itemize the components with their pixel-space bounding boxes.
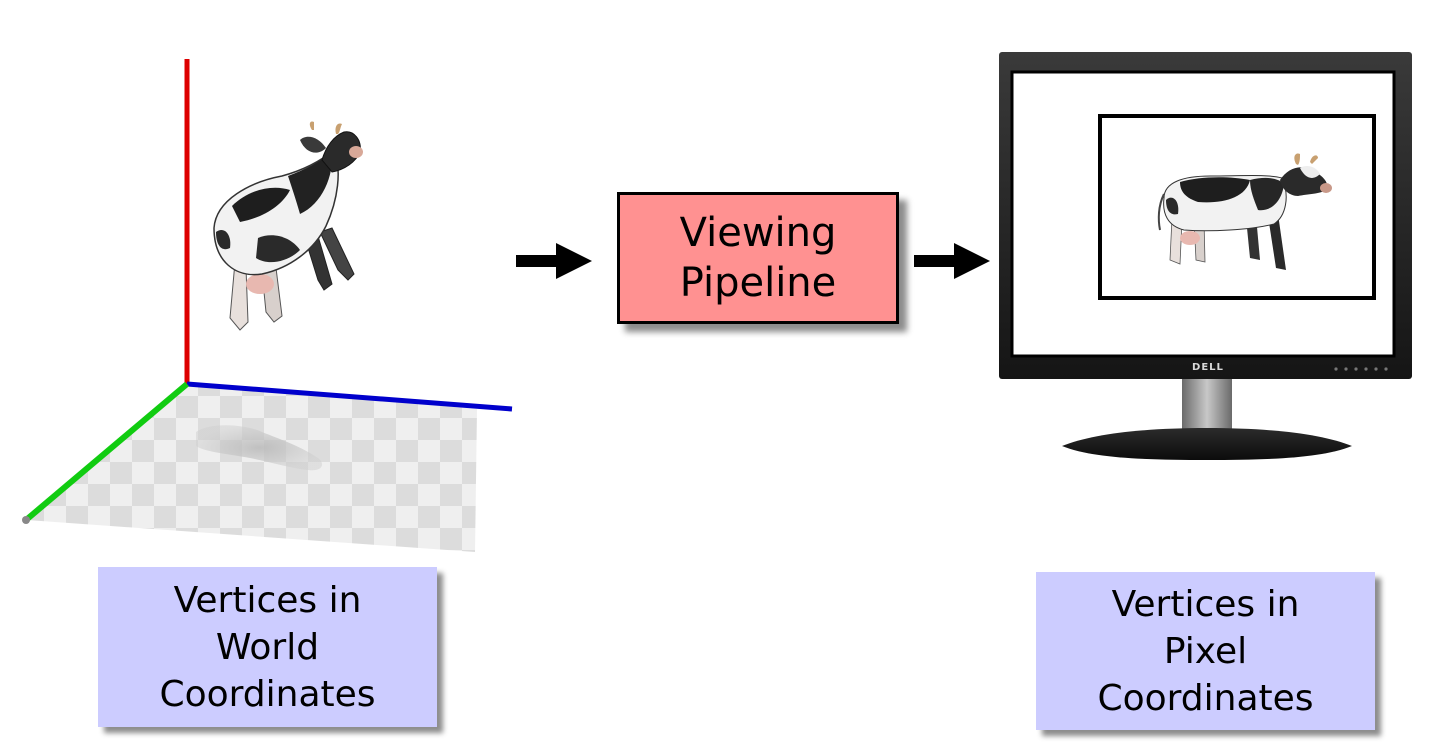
world-label-line-3: Coordinates xyxy=(159,673,376,715)
arrow-to-monitor xyxy=(914,243,990,279)
cow-shadow xyxy=(196,425,323,471)
cow-3d xyxy=(213,121,363,331)
ground-plane xyxy=(27,383,477,552)
monitor-brand-logo: DELL xyxy=(1192,362,1224,373)
pixel-label-line-2: Pixel xyxy=(1163,630,1248,672)
world-scene xyxy=(22,59,513,552)
viewing-pipeline-box: Viewing Pipeline xyxy=(617,192,899,324)
world-coordinates-label: Vertices in World Coordinates xyxy=(98,567,437,727)
x-axis xyxy=(24,381,189,523)
cow-on-screen xyxy=(1157,153,1332,270)
arrow-to-pipeline xyxy=(516,243,592,279)
world-label-line-1: Vertices in xyxy=(173,579,362,621)
world-label-line-2: World xyxy=(215,626,320,668)
pipeline-line-2: Pipeline xyxy=(679,260,837,306)
pixel-coordinates-label: Vertices in Pixel Coordinates xyxy=(1036,572,1375,730)
pipeline-line-1: Viewing xyxy=(679,210,837,256)
z-axis xyxy=(186,381,513,412)
pixel-label-line-3: Coordinates xyxy=(1097,677,1314,719)
pixel-label-line-1: Vertices in xyxy=(1111,583,1300,625)
